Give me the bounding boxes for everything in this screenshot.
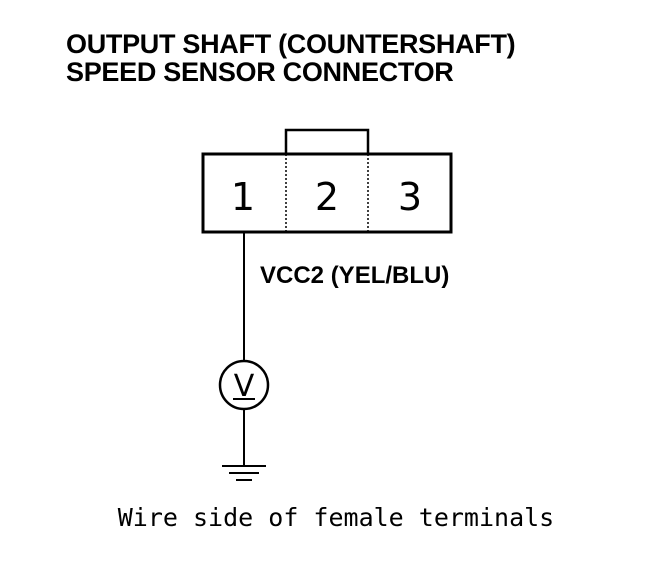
wire-label: VCC2 (YEL/BLU) — [260, 262, 449, 289]
voltmeter-icon: V — [218, 359, 270, 411]
terminal-2-label: 2 — [315, 175, 339, 219]
title-line-2: SPEED SENSOR CONNECTOR — [66, 57, 454, 87]
title-line-1: OUTPUT SHAFT (COUNTERSHAFT) — [66, 29, 516, 59]
connector-lock-tab — [284, 128, 370, 156]
connector — [201, 128, 453, 234]
terminal-1-label: 1 — [231, 175, 255, 219]
ground-icon — [222, 465, 266, 481]
terminal-3-label: 3 — [398, 175, 422, 219]
voltmeter-symbol: V — [234, 369, 255, 404]
connector-housing — [201, 152, 453, 234]
diagram-title: OUTPUT SHAFT (COUNTERSHAFT) SPEED SENSOR… — [66, 29, 516, 87]
diagram-caption: Wire side of female terminals — [117, 503, 555, 532]
